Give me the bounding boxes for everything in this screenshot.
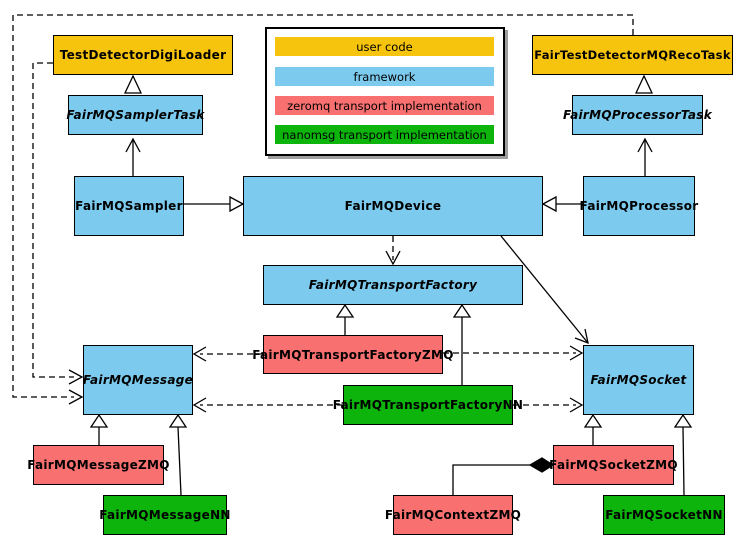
legend-swatch-framework: framework: [275, 67, 494, 86]
class-node-test-detector-digi-loader: TestDetectorDigiLoader: [53, 35, 233, 75]
class-node-fairmq-sampler-task: FairMQSamplerTask: [66, 95, 204, 135]
class-node-fairmq-message: FairMQMessage: [83, 345, 193, 415]
dependency-arrowhead-tfnn-to-message: [192, 397, 207, 413]
legend-label-nanomsg: nanomsg transport implementation: [282, 127, 487, 142]
dependency-arrowhead-tfzmq-to-message: [192, 346, 207, 362]
legend-label-user-code: user code: [356, 39, 413, 54]
association-edge-processor-to-processortask: [637, 137, 653, 176]
class-node-fairmq-transport-factory-zmq: FairMQTransportFactoryZMQ: [252, 335, 453, 374]
association-edge-device-to-socket: [500, 235, 589, 345]
class-node-fair-test-detector-mq-reco-task: FairTestDetectorMQRecoTask: [532, 35, 733, 75]
inheritance-edge-socketzmq-socket: [583, 413, 603, 445]
legend-swatch-nanomsg: nanomsg transport implementation: [275, 125, 494, 144]
class-node-fairmq-processor-task: FairMQProcessorTask: [563, 95, 712, 135]
class-node-fairmq-socket-zmq: FairMQSocketZMQ: [549, 445, 678, 485]
legend-swatch-zeromq: zeromq transport implementation: [275, 96, 494, 115]
class-node-fairmq-socket-nn: FairMQSocketNN: [603, 495, 725, 535]
dependency-arrowhead-tfzmq-to-socket: [569, 345, 584, 361]
dependency-arrowhead-tfnn-to-socket: [569, 397, 584, 413]
inheritance-edge-recotask-processortask: [634, 74, 654, 94]
legend-swatch-user-code: user code: [275, 37, 494, 56]
dependency-arrowhead-digiloader-to-message: [68, 369, 84, 385]
inheritance-edge-messagenn-message: [168, 413, 188, 496]
inheritance-edge-tfnn-transportfactory: [452, 303, 472, 385]
dependency-edge-recotask-to-message: [12, 14, 634, 398]
inheritance-edge-sampler-device: [184, 195, 245, 213]
legend-label-framework: framework: [353, 69, 416, 84]
inheritance-edge-digiloader-samplertask: [123, 74, 143, 94]
inheritance-edge-socketnn-socket: [673, 413, 693, 496]
class-node-fairmq-sampler: FairMQSampler: [74, 176, 184, 236]
legend-label-zeromq: zeromq transport implementation: [287, 98, 482, 113]
dependency-edge-digiloader-to-message: [32, 62, 74, 378]
dependency-arrowhead-recotask-to-message: [68, 389, 84, 405]
class-node-fairmq-message-nn: FairMQMessageNN: [99, 495, 230, 535]
dependency-arrowhead-device-to-transportfactory: [385, 250, 401, 266]
class-node-fairmq-processor: FairMQProcessor: [580, 176, 698, 236]
association-edge-sampler-to-samplertask: [125, 137, 141, 176]
class-node-fairmq-socket: FairMQSocket: [583, 345, 694, 415]
legend-box: user code framework zeromq transport imp…: [265, 27, 505, 156]
composition-edge-contextzmq-socketzmq: [452, 457, 555, 495]
class-node-fairmq-transport-factory-nn: FairMQTransportFactoryNN: [333, 385, 523, 425]
class-node-fairmq-message-zmq: FairMQMessageZMQ: [27, 445, 170, 485]
class-node-fairmq-device: FairMQDevice: [243, 176, 543, 236]
class-node-fairmq-transport-factory: FairMQTransportFactory: [263, 265, 523, 305]
inheritance-edge-tfzmq-transportfactory: [335, 303, 355, 335]
inheritance-edge-messagezmq-message: [89, 413, 109, 445]
class-node-fairmq-context-zmq: FairMQContextZMQ: [385, 495, 521, 535]
inheritance-edge-processor-device: [541, 195, 583, 213]
